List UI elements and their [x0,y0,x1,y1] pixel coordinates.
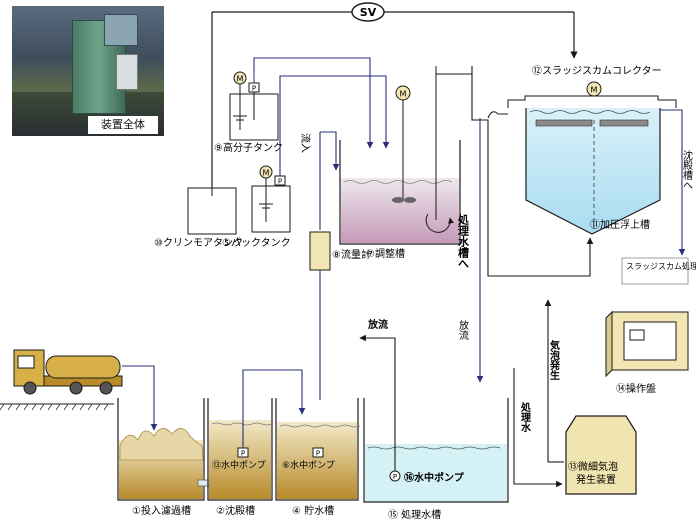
treated-water-pipe: 処理水 [513,368,563,488]
photo-label: 装置全体 [88,116,158,134]
control-panel: ⑭操作盤 [605,310,689,395]
micro-bubble-label-2: 発生装置 [576,473,616,486]
micro-bubble-label-1: ⑬微細気泡 [568,460,618,473]
pump16-label: ⑯水中ポンプ [404,471,465,484]
polymer-motor-label: M [237,75,244,84]
input-filter-tank-label: ①投入濾過槽 [132,504,191,517]
treated-water-label: 処理水 [519,401,532,433]
micro-bubble-generator: 気泡発生 ⑬微細気泡 発生装置 [544,299,637,495]
pack-tank-label: ⑤パックタンク [222,237,291,249]
to-settling-tank-label: 沈殿槽へ [681,149,693,190]
scum-treatment-label: スラッジスカム処理 [626,261,696,271]
treated-water-tank-label: ⑮ 処理水槽 [388,508,441,521]
float-motor-label: M [591,86,598,95]
polymer-tank: M P ⑨高分子タンク [214,57,374,154]
pipe-adjust-to-float: 放流 [457,66,594,383]
treated-pump-p: P [393,473,397,481]
input-filter-tank: ①投入濾過槽 [117,398,217,517]
polymer-tank-label: ⑨高分子タンク [214,141,283,154]
pack-pump-label: P [278,178,282,186]
pack-motor-label: M [263,169,270,178]
sv-valve: SV [211,2,578,196]
adjust-tank-label: ⑦調整槽 [366,247,405,260]
scum-collector-label: ⑫スラッジスカムコレクター [532,65,662,77]
adjust-motor-label: M [400,90,407,99]
pump6-label: ⑥水中ポンプ [282,459,335,471]
photo-equipment-panel [116,54,138,90]
flow-meter: 流入 ⑧流量計 [299,131,371,400]
flow-in-label-1: 流入 [299,133,312,153]
storage-tank: P ⑥水中ポンプ ④ 貯水槽 [275,398,361,517]
equipment-photo: 装置全体 [12,6,164,136]
clinmore-tank: ⑩クリンモアタンク [154,187,243,249]
discharge-side-label: 放流 [457,319,469,341]
pack-tank: M P ⑤パックタンク [222,75,390,249]
discharge-top-label: 放流 [367,318,388,331]
bubble-gen-label: 気泡発生 [548,339,561,380]
settling-tank-label: ②沈殿槽 [216,504,255,517]
treated-water-tank: P 放流 ⑯水中ポンプ ⑮ 処理水槽 [359,318,509,521]
flow-meter-label: ⑧流量計 [332,248,371,261]
polymer-pump-label: P [252,85,256,93]
storage-pump-p: P [316,450,320,458]
sv-label: SV [360,6,377,19]
storage-tank-label: ④ 貯水槽 [292,504,334,517]
pressure-float-tank-label: ⑪加圧浮上槽 [590,218,650,231]
tanker-truck [0,349,158,431]
clinmore-tank-label: ⑩クリンモアタンク [154,237,243,249]
control-panel-label: ⑭操作盤 [616,382,656,395]
pressure-float-tank: ⑫スラッジスカムコレクター M ⑪加圧浮上槽 沈殿槽へ スラッジスカム処理 [507,65,696,285]
adjust-tank: M ⑦調整槽 [339,66,473,260]
pump3-label: ⑬水中ポンプ [212,459,266,471]
photo-equipment-top [104,14,138,46]
settling-pump-p: P [241,450,245,458]
settling-tank: P ⑬水中ポンプ ②沈殿槽 [207,369,306,517]
svg-text:処理水槽へ: 処理水槽へ [457,213,471,269]
to-treated-tank-label: 処理水槽へ [457,213,471,269]
